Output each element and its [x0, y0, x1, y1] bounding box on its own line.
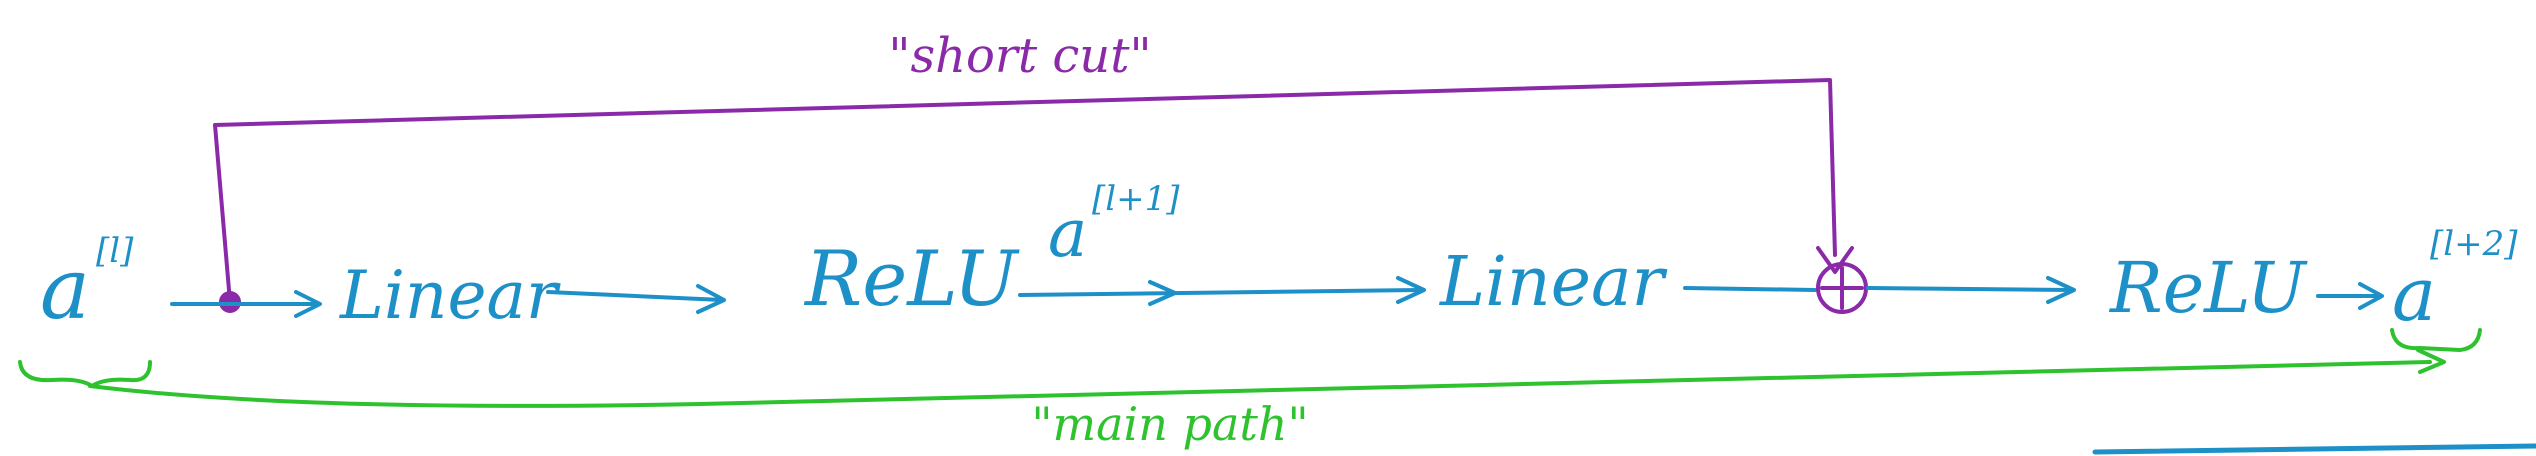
arrow-to-relu-2: [1866, 286, 2074, 292]
input-activation: a: [40, 240, 90, 338]
arrow-to-linear-2-mid-head: [1148, 280, 1177, 306]
arrow-to-relu-1: [546, 290, 724, 302]
middle-superscript: [l+1]: [1092, 179, 1180, 219]
shortcut-arrowhead: [1816, 246, 1854, 274]
relu-2-label: ReLU: [2108, 247, 2308, 329]
arrow-to-linear-1-head: [294, 290, 322, 318]
output-activation: a: [2392, 252, 2436, 338]
shortcut-label: "short cut": [888, 28, 1151, 84]
arrow-to-linear-2: [1018, 288, 1424, 297]
shortcut-path: [213, 78, 1837, 304]
main-path: [88, 360, 2432, 408]
arrow-to-add: [1683, 286, 1817, 292]
arrow-to-linear-2-head: [1396, 276, 1426, 304]
main-path-label: "main path": [1031, 397, 1308, 451]
input-superscript: [l]: [96, 231, 134, 271]
linear-2-label: Linear: [1438, 243, 1667, 322]
middle-activation: a: [1048, 195, 1087, 272]
arrow-to-relu-1-head: [696, 284, 726, 314]
arrow-to-output-head: [2358, 282, 2384, 310]
output-brace: [2390, 328, 2482, 352]
relu-1-label: ReLU: [803, 234, 1021, 323]
main-path-arrowhead: [2416, 348, 2446, 374]
arrow-to-relu-2-head: [2046, 276, 2076, 304]
add-node-plus: [1820, 266, 1864, 310]
linear-1-label: Linear: [339, 257, 561, 334]
input-brace: [18, 360, 152, 388]
output-superscript: [l+2]: [2430, 224, 2518, 264]
cropped-line-bottom-right: [2092, 443, 2536, 455]
